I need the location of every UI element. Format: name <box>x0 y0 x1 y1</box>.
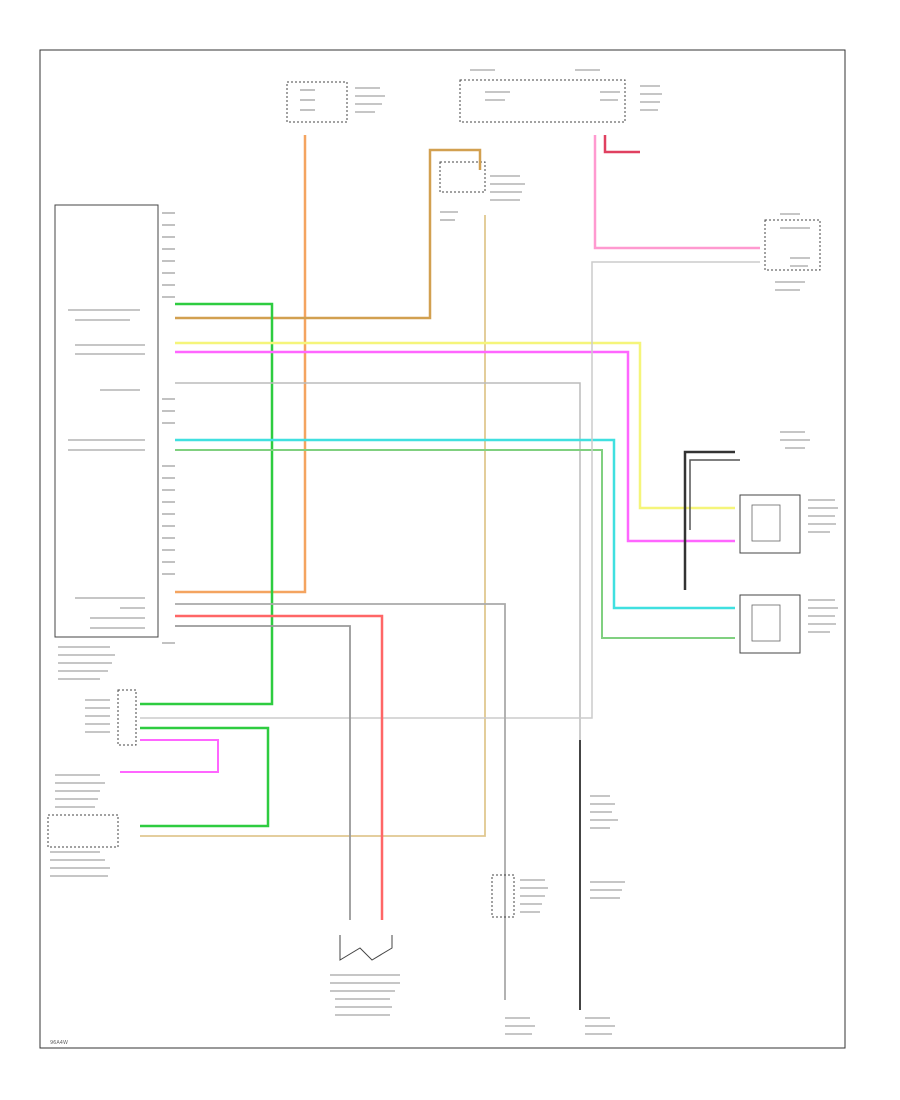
relay-bottom-center <box>491 874 548 1035</box>
fuse-block-top-center <box>459 69 662 123</box>
wire-green-2 <box>140 726 270 828</box>
wire-tan-long <box>140 215 486 837</box>
wire-light-green <box>175 449 735 639</box>
wire-black-ground-2 <box>689 459 740 530</box>
transfer-case-motor-bottom <box>739 594 838 654</box>
transfer-case-motor-top <box>739 494 838 554</box>
wire-black-ground <box>683 450 735 590</box>
wire-red-bottom <box>175 614 384 920</box>
wire-green-1 <box>140 302 274 706</box>
vehicle-speed-sensor-left <box>47 774 119 877</box>
fuse-block-top-left <box>286 81 385 123</box>
park-brake-switch <box>764 213 821 291</box>
diagram-frame <box>39 49 846 1049</box>
wire-tan-upper <box>428 148 482 200</box>
wire-gray-bottom-2 <box>175 625 351 920</box>
wire-gray-bottom <box>175 603 506 1000</box>
diagram-code: 96A4W <box>50 1040 68 1046</box>
wire-orange <box>175 135 307 594</box>
transfer-case-control-module <box>54 204 175 680</box>
ground-right-top <box>780 431 810 449</box>
relay-top <box>439 161 525 221</box>
connector-left-lower <box>85 689 137 746</box>
transfer-case-sensor-bottom <box>330 935 400 1016</box>
splice-bottom-right <box>585 795 625 1035</box>
wire-tan-module <box>175 200 432 320</box>
wire-pink <box>175 350 735 543</box>
wire-pink-top-right <box>593 135 760 250</box>
wire-red-short <box>603 135 640 154</box>
wire-yellow <box>175 341 735 510</box>
wire-gray-center <box>175 382 581 740</box>
wire-pink-left <box>120 739 219 773</box>
wire-gray-right <box>140 261 760 719</box>
wire-cyan <box>175 438 735 610</box>
